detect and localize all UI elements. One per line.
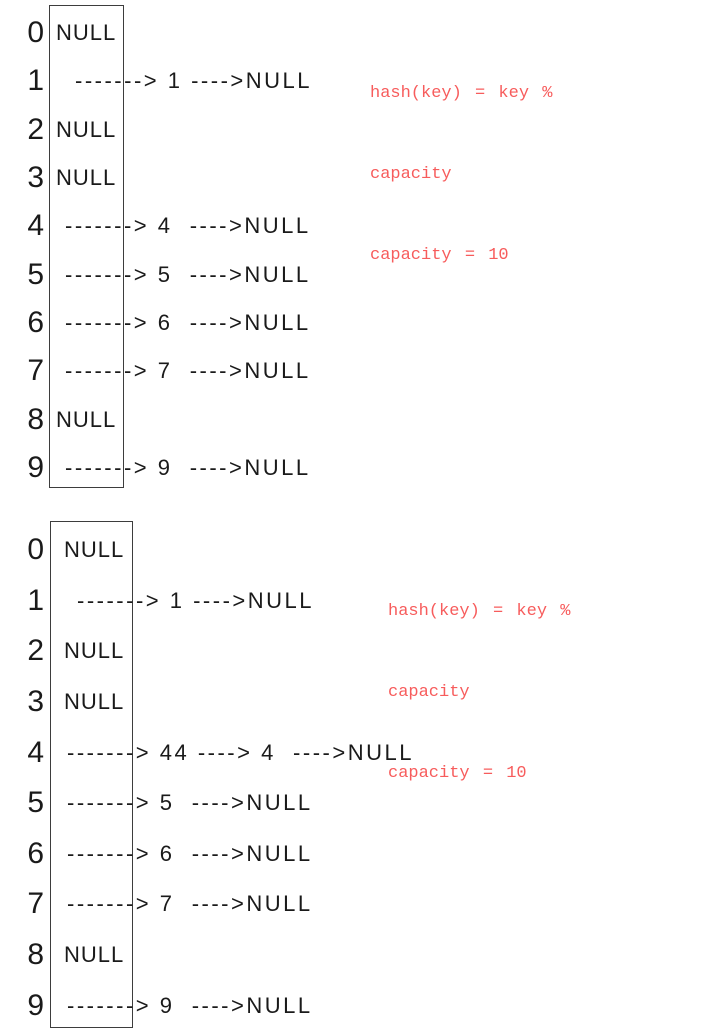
chain-text: -------> 7 ---->NULL <box>65 358 311 384</box>
bucket-row: 2 NULL <box>0 626 710 677</box>
bucket-index: 5 <box>27 257 44 291</box>
chain-text: -------> 7 ---->NULL <box>67 891 313 917</box>
hash-function-annotation: hash(key) = key % capacity capacity = 10 <box>370 26 552 296</box>
bucket-index: 4 <box>27 209 44 243</box>
bucket-row: 5 -------> 5 ---->NULL <box>0 778 710 829</box>
bucket-null-label: NULL <box>64 942 125 968</box>
bucket-index: 7 <box>27 887 44 921</box>
chain-text: -------> 1 ---->NULL <box>77 587 314 613</box>
bucket-index: 2 <box>27 634 44 668</box>
hash-table-diagram-after-insert-44: 0 NULL 1 -------> 1 ---->NULL 2 NULL 3 N… <box>0 521 710 1032</box>
bucket-row: 5 -------> 5 ---->NULL <box>0 250 710 298</box>
bucket-index: 9 <box>27 450 44 484</box>
bucket-index: 0 <box>27 533 44 567</box>
bucket-index: 5 <box>27 786 44 820</box>
bucket-index: 7 <box>27 354 44 388</box>
bucket-array-box <box>50 521 133 1028</box>
bucket-index: 8 <box>27 402 44 436</box>
chain-text: -------> 6 ---->NULL <box>65 309 311 335</box>
bucket-row: 7 -------> 7 ---->NULL <box>0 879 710 930</box>
bucket-row: 6 -------> 6 ---->NULL <box>0 829 710 880</box>
bucket-row: 4 -------> 44 ----> 4 ---->NULL <box>0 727 710 778</box>
bucket-index: 6 <box>27 836 44 870</box>
bucket-row: 6 -------> 6 ---->NULL <box>0 299 710 347</box>
bucket-null-label: NULL <box>64 537 125 563</box>
annotation-line: hash(key) = key % <box>370 84 553 103</box>
bucket-row: 3 NULL <box>0 677 710 728</box>
bucket-index: 8 <box>27 938 44 972</box>
bucket-null-label: NULL <box>56 165 117 191</box>
bucket-index: 3 <box>27 685 44 719</box>
chain-text: -------> 9 ---->NULL <box>65 454 311 480</box>
bucket-rows: 0 NULL 1 -------> 1 ---->NULL 2 NULL 3 N… <box>0 525 710 1031</box>
bucket-row: 1 -------> 1 ---->NULL <box>0 57 710 105</box>
bucket-index: 0 <box>27 16 44 50</box>
bucket-array-box <box>49 5 124 488</box>
annotation-line: capacity = 10 <box>388 764 527 783</box>
bucket-null-label: NULL <box>64 689 125 715</box>
bucket-row: 9 -------> 9 ---->NULL <box>0 444 710 492</box>
chain-text: -------> 44 ----> 4 ---->NULL <box>67 739 414 765</box>
bucket-row: 8 NULL <box>0 395 710 443</box>
bucket-index: 1 <box>27 64 44 98</box>
chain-text: -------> 5 ---->NULL <box>67 790 313 816</box>
bucket-row: 7 -------> 7 ---->NULL <box>0 347 710 395</box>
bucket-row: 0 NULL <box>0 9 710 57</box>
annotation-line: capacity <box>388 683 470 702</box>
bucket-null-label: NULL <box>56 406 117 432</box>
bucket-rows: 0 NULL 1 -------> 1 ---->NULL 2 NULL 3 N… <box>0 9 710 492</box>
bucket-row: 1 -------> 1 ---->NULL <box>0 576 710 627</box>
annotation-line: capacity = 10 <box>370 246 509 265</box>
bucket-index: 3 <box>27 161 44 195</box>
bucket-index: 4 <box>27 735 44 769</box>
bucket-null-label: NULL <box>56 20 117 46</box>
annotation-line: capacity <box>370 165 452 184</box>
chain-text: -------> 9 ---->NULL <box>67 992 313 1018</box>
hash-function-annotation: hash(key) = key % capacity capacity = 10 <box>388 544 570 814</box>
bucket-index: 1 <box>27 583 44 617</box>
bucket-index: 2 <box>27 112 44 146</box>
bucket-null-label: NULL <box>56 116 117 142</box>
chain-text: -------> 1 ---->NULL <box>75 68 312 94</box>
chain-text: -------> 6 ---->NULL <box>67 840 313 866</box>
bucket-row: 2 NULL <box>0 106 710 154</box>
bucket-row: 9 -------> 9 ---->NULL <box>0 980 710 1031</box>
bucket-row: 4 -------> 4 ---->NULL <box>0 202 710 250</box>
chain-text: -------> 4 ---->NULL <box>65 213 311 239</box>
bucket-row: 0 NULL <box>0 525 710 576</box>
bucket-null-label: NULL <box>64 638 125 664</box>
hash-table-diagram-initial: 0 NULL 1 -------> 1 ---->NULL 2 NULL 3 N… <box>0 5 710 502</box>
bucket-index: 9 <box>27 988 44 1022</box>
chain-text: -------> 5 ---->NULL <box>65 261 311 287</box>
bucket-row: 8 NULL <box>0 930 710 981</box>
annotation-line: hash(key) = key % <box>388 602 571 621</box>
bucket-index: 6 <box>27 305 44 339</box>
bucket-row: 3 NULL <box>0 154 710 202</box>
